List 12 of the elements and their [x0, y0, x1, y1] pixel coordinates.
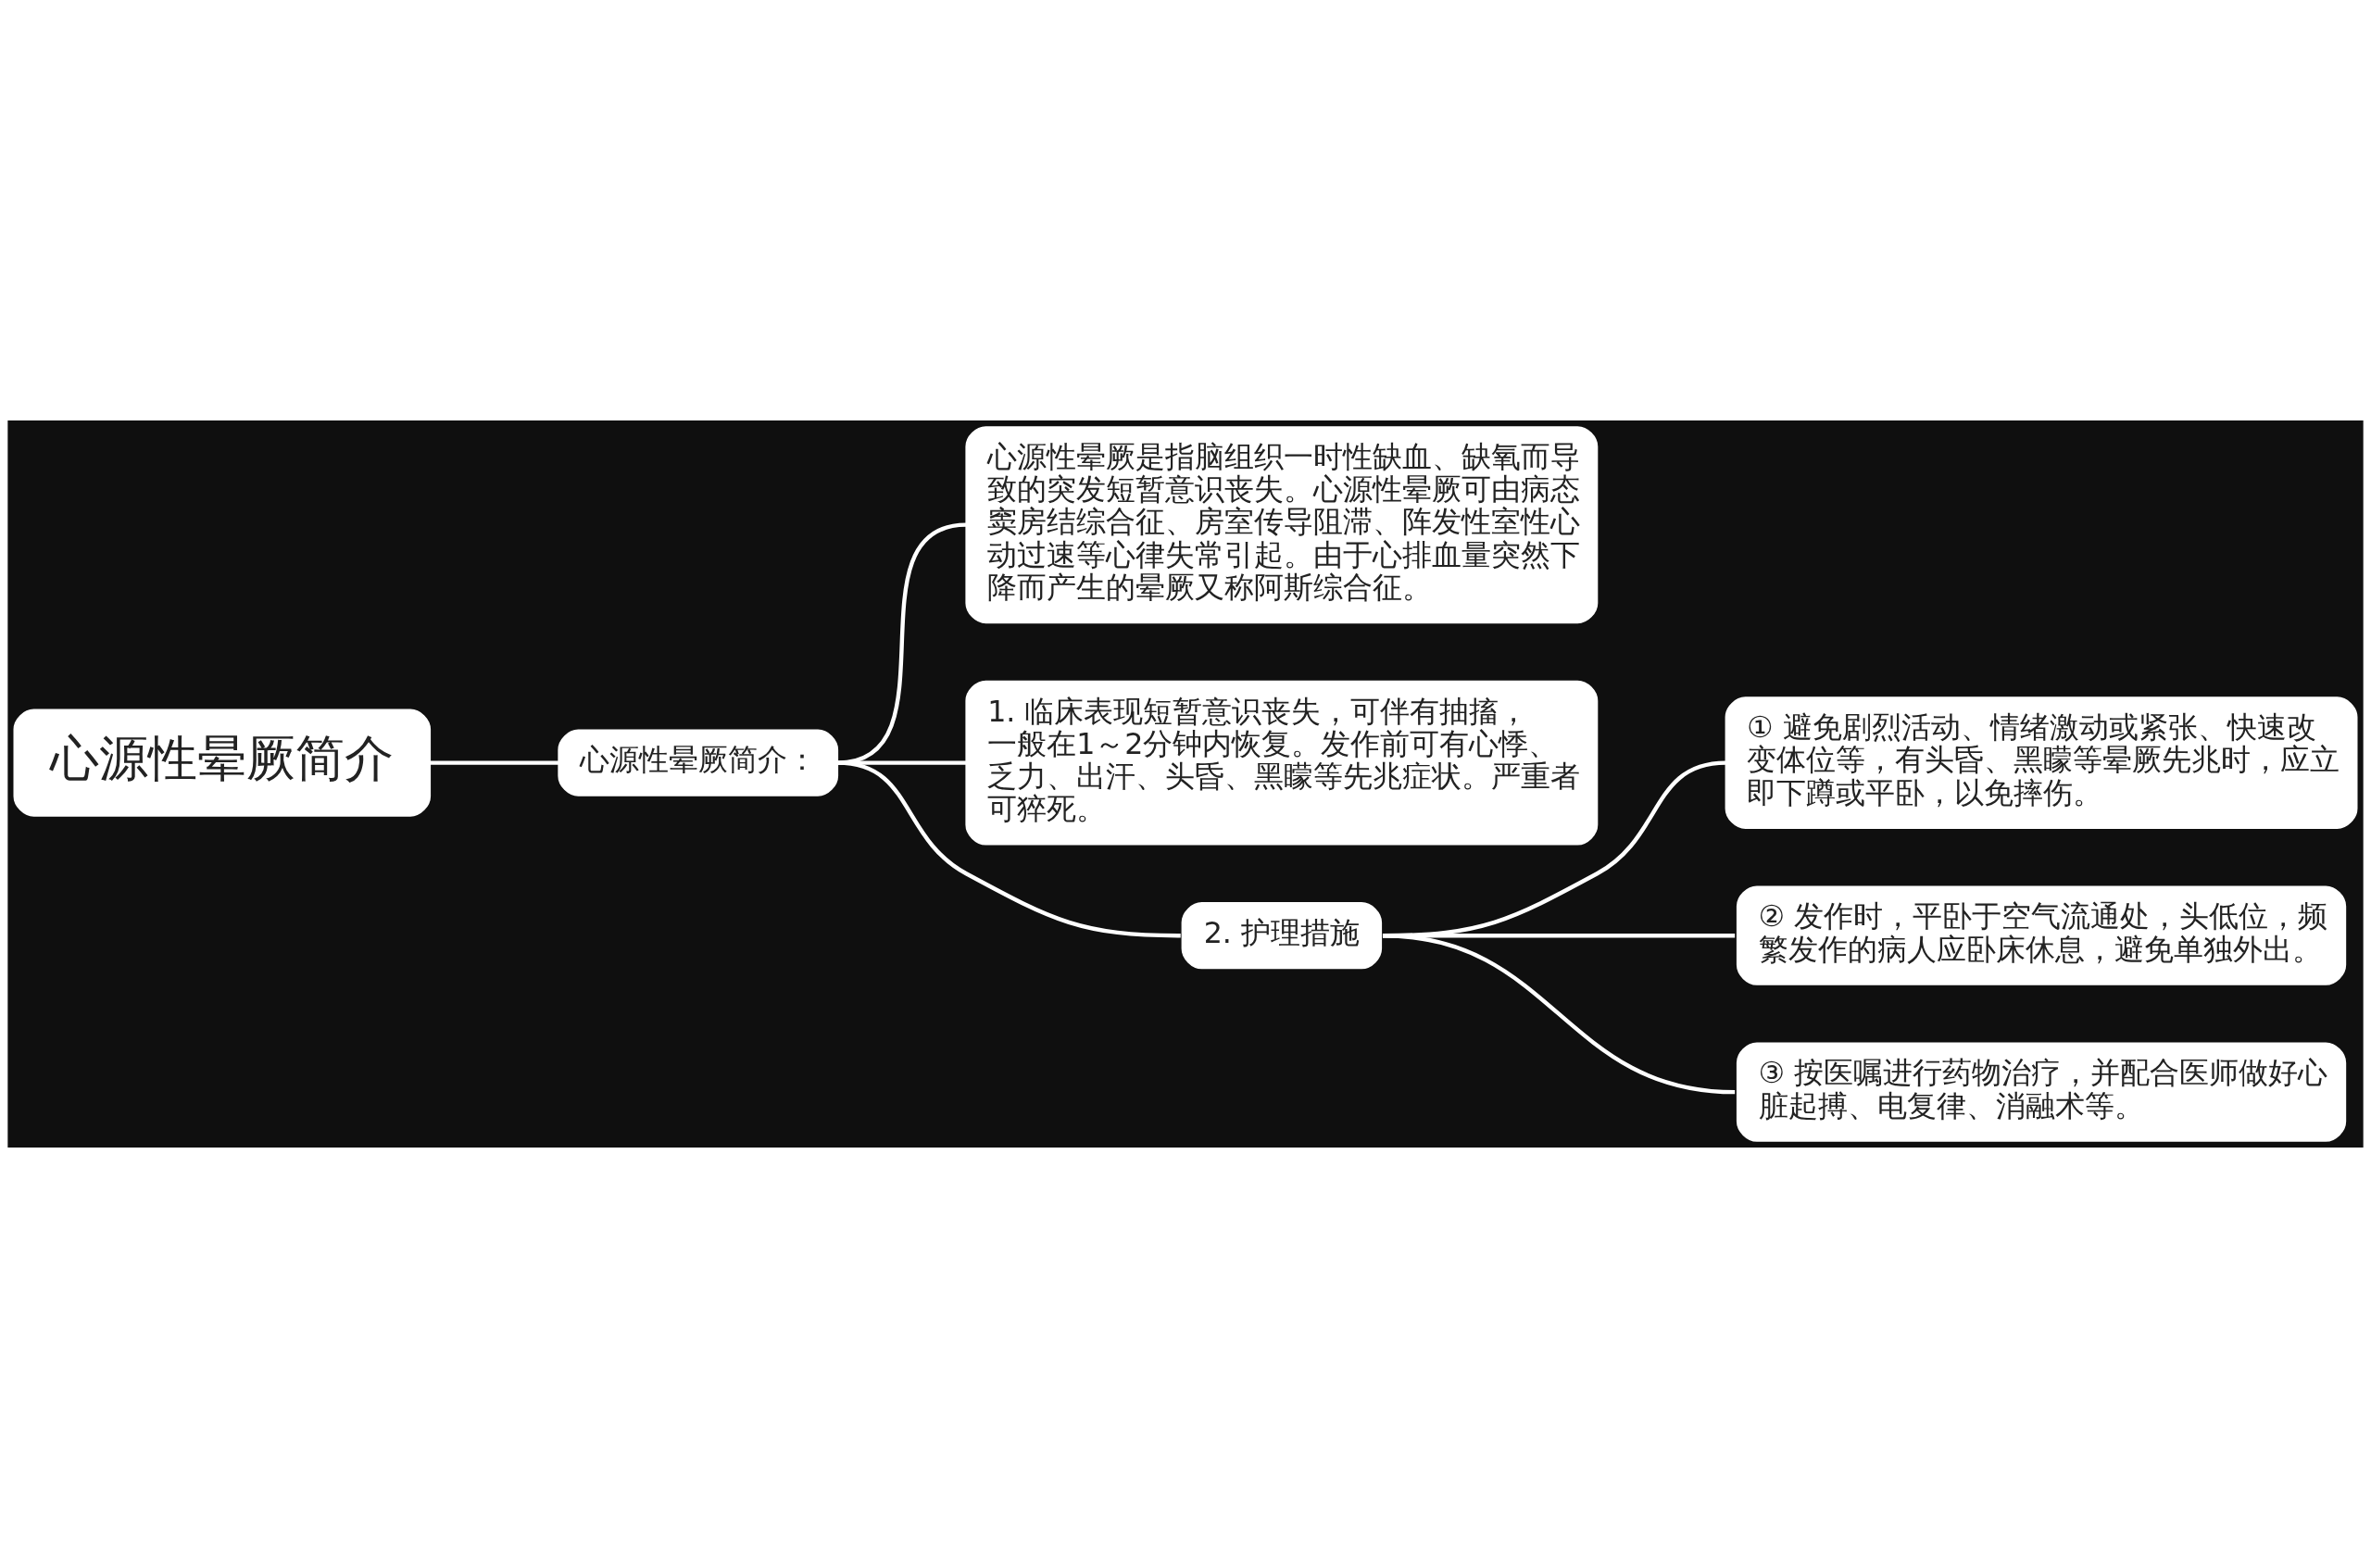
connector: [430, 760, 559, 765]
node-box: 1. 临床表现短暂意识丧失，可伴有抽搐，一般在1～2分钟内恢复。发作前可有心悸、乏力、出汗、头昏、黑矇等先兆症状。严重者可猝死。: [965, 680, 1599, 846]
node-box: 心源性晕厥简介: [13, 709, 432, 817]
connector: [837, 760, 1181, 938]
node-box: 2. 护理措施: [1181, 902, 1383, 970]
connector: [837, 760, 967, 765]
connector: [1382, 934, 1736, 1095]
node-box: ① 避免剧烈活动、情绪激动或紧张、快速改变体位等，有头昏、黑矇等晕厥先兆时，应立即下蹲或平卧，以免摔伤。: [1725, 696, 2358, 829]
node-box: 心源性晕厥简介：: [558, 729, 839, 797]
node-box: ③ 按医嘱进行药物治疗，并配合医师做好心脏起搏、电复律、消融术等。: [1736, 1042, 2347, 1142]
node-box: 心源性晕厥是指脑组织一时性缺血、缺氧而导致的突发短暂意识丧失。心源性晕厥可由病态窦房结综合征、房室传导阻滞、阵发性室性心动过速等心律失常引起。由于心排血量突然下降而产生的晕厥又称阿斯综合征。: [965, 426, 1599, 624]
node-box: ② 发作时，平卧于空气流通处，头低位，频繁发作的病人应卧床休息，避免单独外出。: [1736, 885, 2347, 985]
